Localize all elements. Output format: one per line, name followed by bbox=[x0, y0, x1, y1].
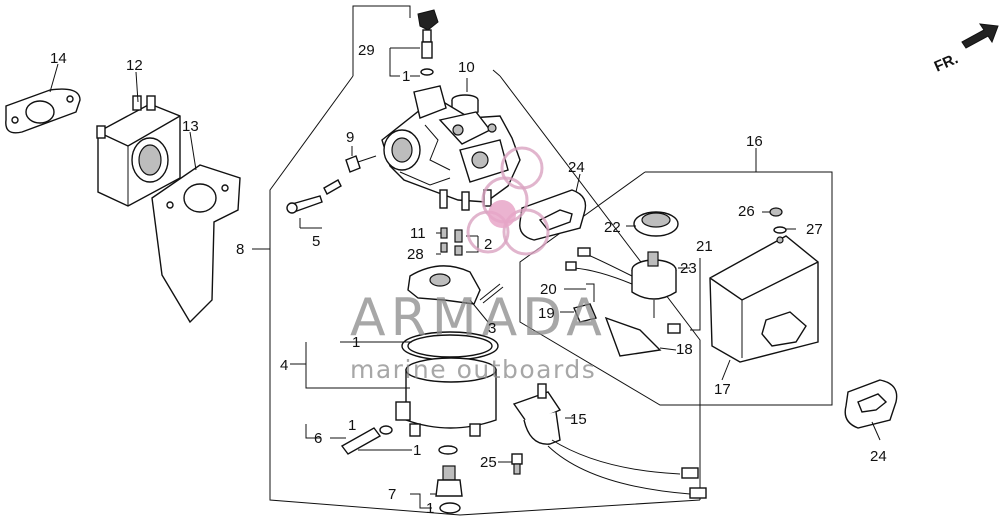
gasket-14 bbox=[5, 88, 81, 134]
label-24b: 24 bbox=[870, 448, 887, 465]
label-6: 6 bbox=[314, 430, 322, 447]
screw-29 bbox=[389, 9, 439, 77]
screw-9 bbox=[345, 146, 377, 173]
label-1b: 1 bbox=[352, 334, 360, 351]
label-24a: 24 bbox=[568, 159, 585, 176]
label-5: 5 bbox=[312, 233, 320, 250]
carburetor-body bbox=[381, 85, 521, 211]
watermark-logo bbox=[466, 146, 550, 256]
label-22: 22 bbox=[604, 219, 621, 236]
label-25: 25 bbox=[480, 454, 497, 471]
label-15: 15 bbox=[570, 411, 587, 428]
label-2: 2 bbox=[484, 236, 492, 253]
front-direction-icon bbox=[961, 23, 999, 49]
cover-22 bbox=[633, 211, 679, 237]
label-17: 17 bbox=[714, 381, 731, 398]
label-20: 20 bbox=[540, 281, 557, 298]
label-8: 8 bbox=[236, 241, 244, 258]
shroud-17 bbox=[667, 235, 819, 363]
label-1c: 1 bbox=[348, 417, 356, 434]
gasket-24b bbox=[844, 379, 898, 429]
valve-23 bbox=[565, 247, 690, 318]
watermark-tagline: marine outboards bbox=[350, 355, 596, 384]
front-direction-label: FR. bbox=[932, 50, 961, 75]
label-3: 3 bbox=[488, 320, 496, 337]
label-26: 26 bbox=[738, 203, 755, 220]
bolt-7 bbox=[410, 445, 463, 514]
label-13: 13 bbox=[182, 118, 199, 135]
label-29: 29 bbox=[358, 42, 375, 59]
nuts-26-27 bbox=[769, 207, 787, 234]
label-1d: 1 bbox=[413, 442, 421, 459]
label-19: 19 bbox=[538, 305, 555, 322]
drain-screw-6 bbox=[305, 424, 393, 455]
plate-13 bbox=[151, 164, 241, 324]
label-11: 11 bbox=[410, 225, 426, 242]
label-21: 21 bbox=[696, 238, 713, 255]
label-14: 14 bbox=[50, 50, 67, 67]
gasket-24a bbox=[519, 189, 587, 241]
label-18: 18 bbox=[676, 341, 693, 358]
leader-lines bbox=[49, 63, 881, 463]
solenoid-15 bbox=[512, 383, 707, 499]
label-16: 16 bbox=[746, 133, 763, 150]
screw-5 bbox=[286, 179, 342, 229]
label-28: 28 bbox=[407, 246, 424, 263]
label-9: 9 bbox=[346, 129, 354, 146]
jets-11-28-2 bbox=[440, 227, 479, 256]
watermark-brand: ARMADA bbox=[350, 288, 607, 348]
float bbox=[407, 265, 504, 323]
label-1e: 1 bbox=[426, 500, 434, 517]
screw-25 bbox=[511, 453, 523, 475]
label-23: 23 bbox=[680, 260, 697, 277]
bracket-19-20 bbox=[573, 283, 677, 357]
frame-lines bbox=[269, 5, 833, 516]
float-bowl bbox=[340, 331, 499, 437]
label-1a: 1 bbox=[402, 68, 410, 85]
insulator-12 bbox=[96, 95, 181, 207]
part-labels: 14 12 13 9 5 8 29 1 10 11 28 2 3 1 4 1 6… bbox=[50, 42, 961, 517]
label-4: 4 bbox=[280, 357, 288, 374]
label-27: 27 bbox=[806, 221, 823, 238]
label-7: 7 bbox=[388, 486, 396, 503]
label-10: 10 bbox=[458, 59, 475, 76]
label-12: 12 bbox=[126, 57, 143, 74]
